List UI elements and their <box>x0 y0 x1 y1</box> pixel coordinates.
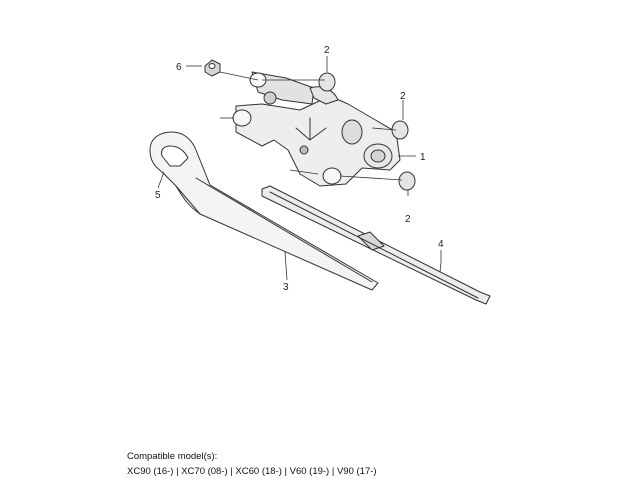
callout-3: 3 <box>283 282 289 293</box>
callout-4: 4 <box>438 239 444 250</box>
compatible-models-label: Compatible model(s): <box>127 451 218 462</box>
grommet-top[interactable] <box>318 72 336 92</box>
callout-2-right: 2 <box>400 91 406 102</box>
callout-2-top: 2 <box>324 45 330 56</box>
grommet-bottom[interactable] <box>398 171 416 191</box>
callout-2-bottom: 2 <box>405 214 411 225</box>
callout-1: 1 <box>420 152 426 163</box>
wiper-arm[interactable] <box>149 131 379 291</box>
compatible-models-list: XC90 (16-) | XC70 (08-) | XC60 (18-) | V… <box>127 466 377 477</box>
wiper-motor-assembly[interactable] <box>232 71 401 187</box>
nut[interactable] <box>204 59 221 77</box>
wiper-blade[interactable] <box>261 185 491 305</box>
leader-lines <box>157 56 442 281</box>
callout-6: 6 <box>176 62 182 73</box>
callout-5: 5 <box>155 190 161 201</box>
